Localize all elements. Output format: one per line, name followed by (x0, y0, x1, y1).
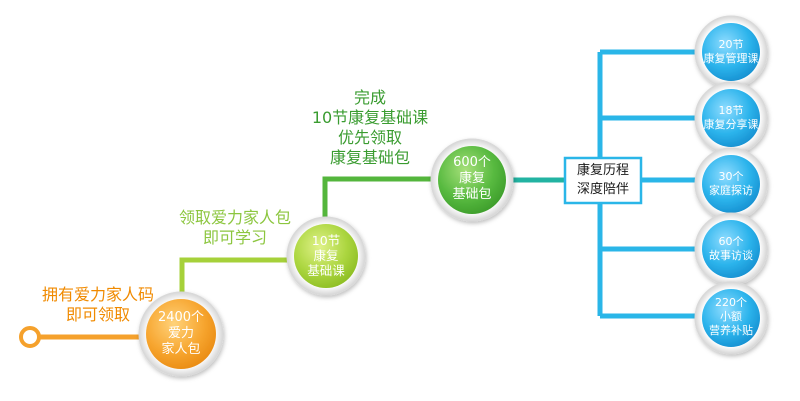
node-line: 康复 (458, 171, 485, 186)
node-line: 基础包 (452, 187, 492, 202)
start-connector (19, 326, 150, 348)
node-line: 故事访谈 (709, 249, 753, 262)
step-node-3-label: 600个 康复 基础包 (435, 155, 509, 203)
node-line: 18节 (718, 104, 744, 117)
node-line: 30个 (718, 170, 744, 183)
node-line: 小额 (720, 310, 742, 323)
hub-box (563, 156, 643, 205)
node-line: 康复管理课 (703, 52, 759, 65)
hub-line: 康复历程 (576, 163, 629, 178)
node-line: 爱力 (167, 326, 194, 341)
hub-line: 深度陪伴 (576, 182, 629, 197)
node-line: 家庭探访 (709, 184, 753, 197)
node-line: 600个 (453, 155, 491, 170)
caption-line: 优先领取 (337, 128, 402, 147)
node-line: 60个 (718, 235, 744, 248)
caption-line: 10节康复基础课 (311, 108, 429, 127)
service-node-2-label: 18节 康复分享课 (696, 104, 766, 132)
connector-step1-step2 (179, 257, 290, 305)
step-node-2 (286, 216, 366, 296)
node-line: 2400个 (157, 310, 205, 325)
service-node-4-label: 60个 故事访谈 (696, 235, 766, 263)
service-node-5 (694, 281, 768, 355)
step-1-caption: 拥有爱力家人码 即可领取 (14, 285, 182, 325)
node-line: 220个 (715, 296, 747, 309)
step-2-caption: 领取爱力家人包 即可学习 (160, 208, 310, 248)
service-node-4 (694, 212, 768, 286)
step-node-3 (430, 138, 514, 222)
service-node-1-label: 20节 康复管理课 (696, 38, 766, 66)
service-node-3-label: 30个 家庭探访 (696, 170, 766, 198)
service-node-5-label: 220个 小额 营养补贴 (696, 296, 766, 338)
step-node-1-label: 2400个 爱力 家人包 (141, 310, 221, 358)
caption-line: 拥有爱力家人码 (41, 285, 154, 304)
caption-line: 领取爱力家人包 (178, 208, 291, 227)
hub-label: 康复历程 深度陪伴 (565, 161, 641, 199)
step-node-2-label: 10节 康复 基础课 (291, 233, 361, 278)
node-line: 康复 (313, 248, 339, 263)
node-line: 康复分享课 (703, 118, 759, 131)
node-line: 基础课 (307, 263, 345, 278)
caption-line: 即可领取 (65, 305, 130, 324)
node-line: 10节 (311, 233, 341, 248)
connectors (19, 49, 698, 348)
caption-line: 康复基础包 (329, 148, 410, 167)
connector-step2-step3 (322, 176, 440, 220)
service-branches (597, 49, 698, 319)
caption-line: 即可学习 (202, 228, 267, 247)
service-node-3 (694, 147, 768, 221)
node-line: 家人包 (161, 342, 201, 357)
node-line: 营养补贴 (709, 324, 753, 337)
step-node-1 (138, 291, 224, 377)
node-line: 20节 (718, 38, 744, 51)
service-node-1 (694, 15, 768, 89)
caption-line: 完成 (353, 88, 386, 107)
start-point (19, 326, 41, 348)
step-3-caption: 完成 10节康复基础课 优先领取 康复基础包 (300, 88, 440, 168)
